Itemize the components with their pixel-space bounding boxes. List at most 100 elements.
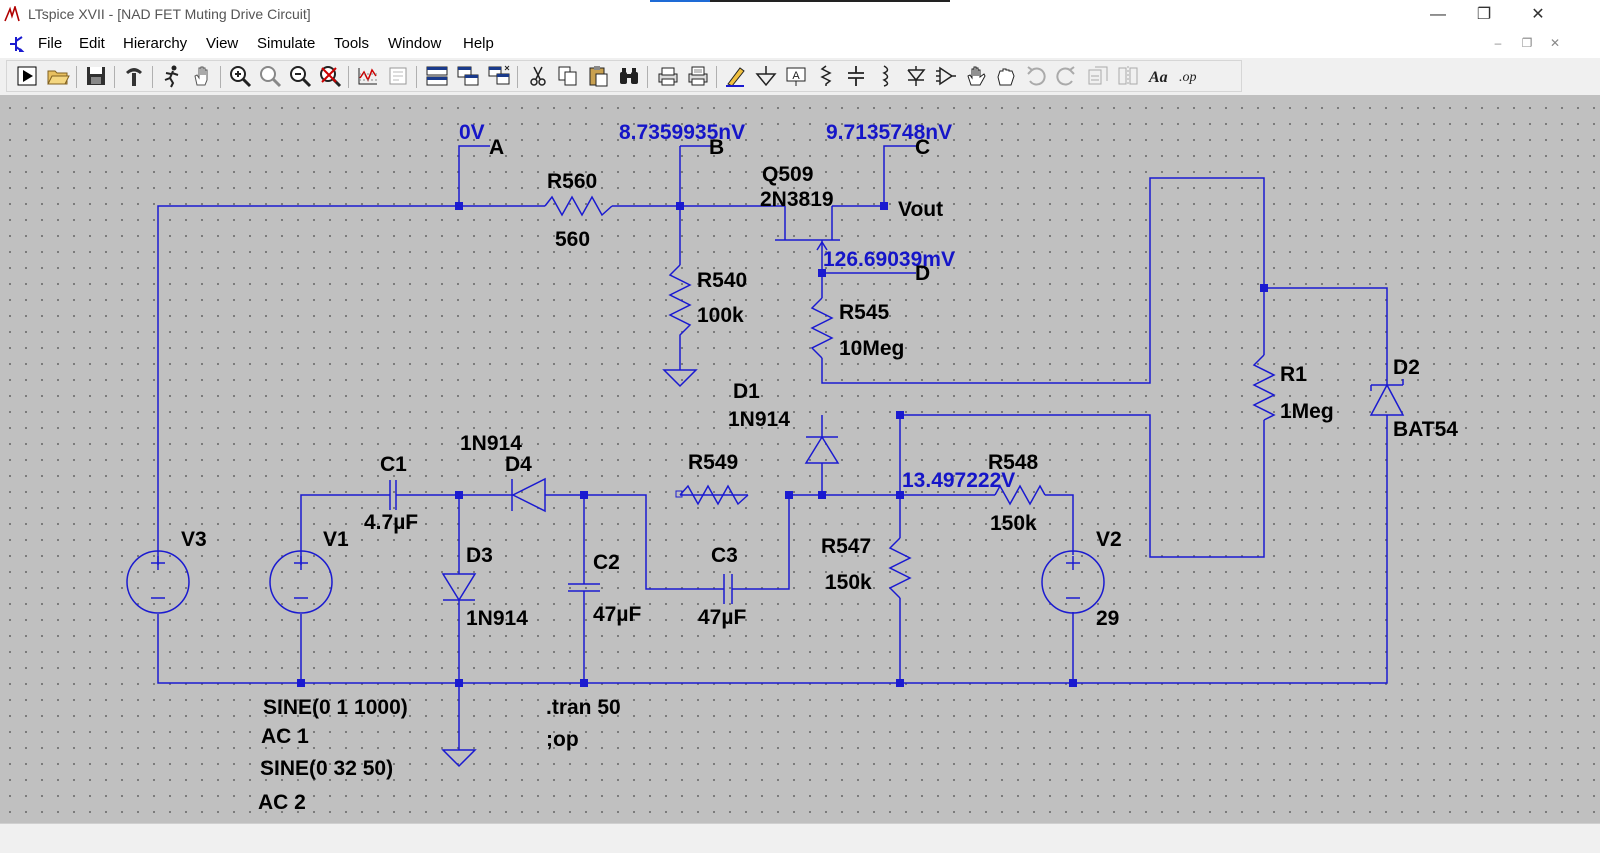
menu-file[interactable]: File [38, 35, 63, 52]
halt-icon[interactable] [160, 64, 184, 88]
cascade-icon[interactable] [487, 64, 511, 88]
resistor-icon[interactable] [814, 64, 838, 88]
inductor-icon[interactable] [874, 64, 898, 88]
print-icon[interactable] [686, 64, 710, 88]
restore-window-button[interactable]: ❐ [1476, 6, 1492, 23]
copy-icon[interactable] [556, 64, 580, 88]
menu-simulate[interactable]: Simulate [257, 35, 316, 52]
net-label-c: C [915, 136, 930, 159]
schematic-drawing[interactable]: 0V 8.7359935nV 9.7135748nV 126.69039mV 1… [0, 95, 1600, 823]
undo-icon[interactable] [1024, 64, 1048, 88]
find-icon[interactable] [617, 64, 641, 88]
toolbar-separator [114, 66, 115, 88]
waveform-icon[interactable] [356, 64, 380, 88]
redo-icon[interactable] [1054, 64, 1078, 88]
close-window-button[interactable]: ✕ [1531, 6, 1545, 23]
r547-value: 150k [825, 571, 872, 594]
node-voltage-b: 8.7359935nV [619, 121, 745, 144]
control-panel-icon[interactable] [122, 64, 146, 88]
v3-source-symbol[interactable] [126, 550, 190, 614]
title-accent-highlight [650, 0, 710, 2]
spice-directive-icon[interactable]: .op [1178, 64, 1202, 88]
label-net-icon[interactable]: A [784, 64, 808, 88]
net-label-b: B [709, 136, 724, 159]
netlist-icon[interactable] [386, 64, 410, 88]
q509-name: Q509 [762, 163, 813, 186]
zoom-out-icon[interactable] [288, 64, 312, 88]
c3-capacitor-symbol[interactable] [715, 574, 742, 604]
r540-value: 100k [697, 304, 744, 327]
d2-diode-symbol[interactable] [1369, 379, 1405, 416]
d2-value: BAT54 [1393, 418, 1458, 441]
net-label-d: D [915, 262, 930, 285]
v2-value: 29 [1096, 607, 1119, 630]
autorange-icon[interactable] [318, 64, 342, 88]
c2-capacitor-symbol[interactable] [568, 579, 600, 596]
d3-name: D3 [466, 544, 493, 567]
drag-icon[interactable] [994, 64, 1018, 88]
move-icon[interactable] [964, 64, 988, 88]
d4-diode-symbol[interactable] [508, 477, 546, 513]
cut-icon[interactable] [526, 64, 550, 88]
component-icon[interactable] [934, 64, 958, 88]
paste-icon[interactable] [586, 64, 610, 88]
r545-name: R545 [839, 301, 890, 324]
menu-bar: File Edit Hierarchy View Simulate Tools … [0, 30, 1600, 58]
menu-view[interactable]: View [206, 35, 239, 52]
tile-vertical-icon[interactable] [456, 64, 480, 88]
r549-resistor-symbol[interactable] [679, 484, 749, 506]
pan-icon[interactable] [190, 64, 214, 88]
r547-name: R547 [821, 535, 871, 558]
q509-jfet-symbol[interactable] [775, 206, 840, 273]
capacitor-icon[interactable] [844, 64, 868, 88]
node-voltage-e: 13.497222V [902, 469, 1015, 492]
run-icon[interactable] [15, 64, 39, 88]
r1-resistor-symbol[interactable] [1252, 354, 1276, 421]
v2-source-symbol[interactable] [1041, 550, 1105, 614]
ground-symbol [441, 749, 477, 768]
status-bar [0, 823, 1600, 853]
ground-icon[interactable] [754, 64, 778, 88]
tile-horizontal-icon[interactable] [425, 64, 449, 88]
toolbar-separator [716, 66, 717, 88]
v3-name: V3 [181, 528, 207, 551]
r548-resistor-symbol[interactable] [994, 484, 1046, 506]
d1-diode-symbol[interactable] [804, 435, 840, 464]
zoom-full-icon[interactable] [258, 64, 282, 88]
r540-resistor-symbol[interactable] [668, 264, 692, 350]
c1-capacitor-symbol[interactable] [375, 480, 410, 510]
v1-name: V1 [323, 528, 349, 551]
schematic-canvas[interactable] [0, 95, 1600, 823]
toolbar-separator [416, 66, 417, 88]
ground-symbol [662, 369, 698, 388]
zoom-in-icon[interactable] [228, 64, 252, 88]
v1-source-symbol[interactable] [269, 550, 333, 614]
mirror-icon[interactable] [1116, 64, 1140, 88]
ltspice-app-icon [4, 6, 20, 22]
save-icon[interactable] [84, 64, 108, 88]
r545-resistor-symbol[interactable] [810, 297, 834, 359]
title-accent-bar [650, 0, 950, 2]
open-icon[interactable] [46, 64, 70, 88]
toolbar-separator [152, 66, 153, 88]
diode-icon[interactable] [904, 64, 928, 88]
menu-tools[interactable]: Tools [334, 35, 370, 52]
menu-hierarchy[interactable]: Hierarchy [123, 35, 188, 52]
menu-help[interactable]: Help [463, 35, 494, 52]
mdi-close-button[interactable]: ✕ [1549, 36, 1561, 50]
rotate-icon[interactable] [1086, 64, 1110, 88]
schematic-document-icon[interactable] [6, 34, 26, 54]
d3-diode-symbol[interactable] [441, 573, 477, 605]
minimize-window-button[interactable]: — [1430, 6, 1446, 23]
r560-resistor-symbol[interactable] [544, 195, 613, 217]
menu-edit[interactable]: Edit [79, 35, 105, 52]
c2-value: 47µF [593, 603, 641, 626]
r547-resistor-symbol[interactable] [888, 537, 912, 599]
print-setup-icon[interactable] [656, 64, 680, 88]
text-icon[interactable]: Aa [1148, 64, 1172, 88]
q509-value: 2N3819 [760, 188, 834, 211]
menu-window[interactable]: Window [388, 35, 442, 52]
mdi-minimize-button[interactable]: – [1494, 36, 1502, 50]
mdi-restore-button[interactable]: ❐ [1521, 36, 1533, 50]
wire-icon[interactable] [724, 64, 748, 88]
